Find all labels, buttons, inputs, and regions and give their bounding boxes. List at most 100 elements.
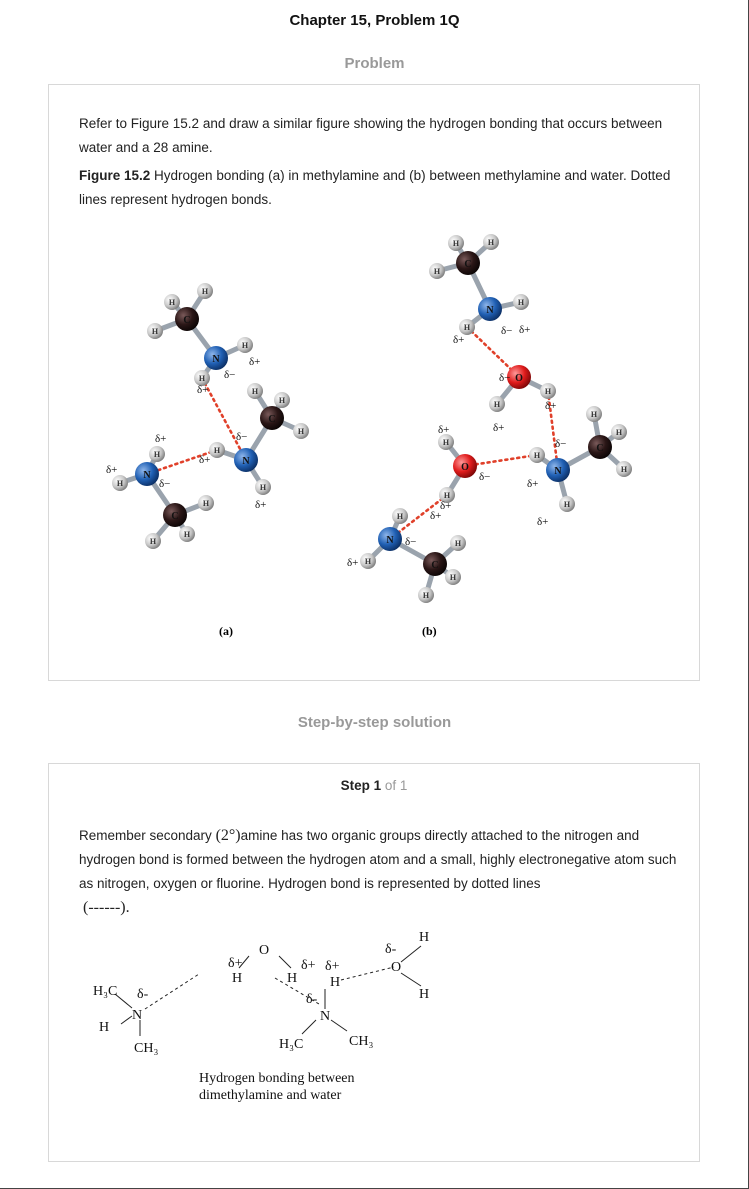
svg-text:N: N: [486, 305, 494, 316]
svg-text:H: H: [365, 557, 372, 566]
diagram-caption-line2: dimethylamine and water: [199, 1088, 342, 1103]
hydrogen-atom: H: [179, 526, 195, 542]
diagram-n-mid: N: [320, 1009, 330, 1024]
svg-text:N: N: [386, 535, 394, 546]
carbon-atom: C: [588, 435, 612, 459]
svg-text:H: H: [444, 491, 451, 500]
svg-text:N: N: [242, 456, 250, 467]
hydrogen-atom: H: [540, 383, 556, 399]
svg-text:H: H: [488, 238, 495, 247]
svg-text:H: H: [150, 537, 157, 546]
chapter-title: Chapter 15, Problem 1Q: [289, 12, 460, 29]
hydrogen-atom: H: [237, 337, 253, 353]
delta-plus-label: δ+: [255, 499, 266, 511]
svg-text:H: H: [423, 591, 430, 600]
hydrogen-atom: H: [194, 370, 210, 386]
hydrogen-atom: H: [255, 479, 271, 495]
hydrogen-atom: H: [360, 553, 376, 569]
hydrogen-atom: H: [450, 535, 466, 551]
svg-text:H: H: [169, 298, 176, 307]
nitrogen-atom: N: [234, 448, 258, 472]
delta-minus-label: δ−: [236, 431, 247, 443]
delta-plus-label: δ+: [453, 334, 464, 346]
delta-plus-label: δ+: [493, 422, 504, 434]
svg-text:N: N: [143, 470, 151, 481]
svg-text:C: C: [268, 414, 275, 425]
hydrogen-atom: H: [197, 283, 213, 299]
delta-plus-label: δ+: [545, 400, 556, 412]
hydrogen-atom: H: [429, 263, 445, 279]
hydrogen-atom: H: [483, 234, 499, 250]
nitrogen-atom: N: [204, 346, 228, 370]
hydrogen-atom: H: [438, 434, 454, 450]
nitrogen-atom: N: [135, 462, 159, 486]
carbon-atom: C: [423, 552, 447, 576]
step-text-part1: Remember secondary: [79, 828, 212, 843]
diagram-n-left: N: [132, 1008, 142, 1023]
svg-text:H: H: [152, 327, 159, 336]
carbon-atom: C: [175, 307, 199, 331]
svg-text:H: H: [279, 396, 286, 405]
solution-card: Step 1 of 1 Remember secondary (2°)amine…: [48, 763, 700, 1162]
dimethylamine-water-diagram: H₃C H N δ- CH₃ H δ+ O H δ+ δ- N H δ+ H₃C…: [93, 930, 429, 1103]
svg-text:C: C: [464, 259, 471, 270]
svg-text:C: C: [183, 315, 190, 326]
diagram-o-water1: O: [259, 943, 269, 958]
hydrogen-atom: H: [147, 323, 163, 339]
hydrogen-atom: H: [247, 383, 263, 399]
hydrogen-atom: H: [445, 569, 461, 585]
hydrogen-bond: [388, 493, 449, 541]
figure-label: Figure 15.2: [79, 168, 151, 183]
carbon-atom: C: [260, 406, 284, 430]
hydrogen-atom: H: [164, 294, 180, 310]
nitrogen-atom: N: [378, 527, 402, 551]
svg-text:H: H: [184, 530, 191, 539]
delta-plus-label: δ+: [106, 464, 117, 476]
delta-minus-label: δ−: [501, 325, 512, 337]
svg-text:H: H: [450, 573, 457, 582]
hydrogen-atom: H: [293, 423, 309, 439]
hydrogen-bond: [546, 389, 560, 472]
diagram-dplus-water1b: δ+: [301, 958, 316, 973]
svg-text:H: H: [397, 512, 404, 521]
hydrogen-atom: H: [418, 587, 434, 603]
delta-minus-label: δ−: [499, 372, 510, 384]
diagram-h-water2b: H: [419, 987, 429, 1002]
delta-plus-label: δ+: [519, 324, 530, 336]
step-header: Step 1 of 1: [49, 778, 699, 793]
oxygen-atom: O: [507, 365, 531, 389]
svg-text:H: H: [252, 387, 259, 396]
svg-text:H: H: [545, 387, 552, 396]
diagram-caption-line1: Hydrogen bonding between: [199, 1071, 355, 1086]
hydrogen-atom: H: [392, 508, 408, 524]
diagram-o-water2: O: [391, 960, 401, 975]
hydrogen-bond: [463, 453, 539, 468]
diagram-ch3-mid: CH₃: [349, 1034, 373, 1049]
hydrogen-atom: H: [529, 447, 545, 463]
hydrogen-atom: H: [611, 424, 627, 440]
step-label: Step 1: [340, 778, 382, 793]
hydrogen-atom: H: [198, 495, 214, 511]
svg-text:H: H: [591, 410, 598, 419]
hydrogen-atom: H: [586, 406, 602, 422]
svg-text:H: H: [464, 323, 471, 332]
hydrogen-atom: H: [112, 475, 128, 491]
delta-plus-label: δ+: [438, 424, 449, 436]
step-text-part2: amine has two organic groups directly at…: [79, 828, 677, 891]
panel-a-label: (a): [219, 624, 233, 638]
diagram-dplus-water1a: δ+: [228, 956, 243, 971]
delta-plus-label: δ+: [347, 557, 358, 569]
svg-text:H: H: [199, 374, 206, 383]
svg-text:H: H: [214, 446, 221, 455]
delta-minus-label: δ−: [159, 478, 170, 490]
diagram-h3c-left: H₃C: [93, 984, 117, 999]
carbon-atom: C: [456, 251, 480, 275]
hydrogen-atom: H: [489, 396, 505, 412]
diagram-h-left: H: [99, 1020, 109, 1035]
diagram-ch3-left: CH₃: [134, 1041, 158, 1056]
problem-text: Refer to Figure 15.2 and draw a similar …: [79, 116, 663, 155]
diagram-dminus-water2: δ-: [385, 942, 397, 957]
delta-plus-label: δ+: [155, 433, 166, 445]
diagram-h-water1b: H: [287, 971, 297, 986]
